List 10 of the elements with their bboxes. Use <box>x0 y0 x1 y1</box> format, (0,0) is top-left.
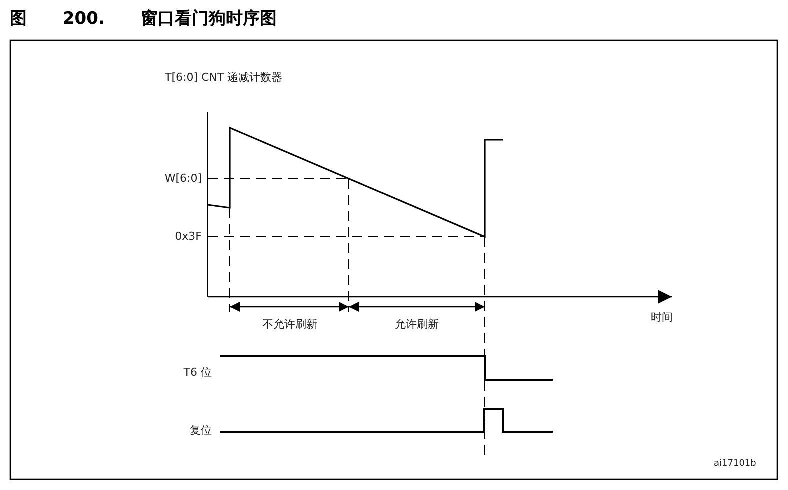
figure-title: 图 200. 窗口看门狗时序图 <box>10 8 277 30</box>
axis-tick-label: W[6:0] <box>164 173 202 186</box>
axis-tick-label: 0x3F <box>175 231 202 244</box>
interval-label: 允许刷新 <box>395 319 439 332</box>
axis-title: T[6:0] CNT 递减计数器 <box>165 72 283 84</box>
signal-label: T6 位 <box>184 367 212 380</box>
interval-label: 不允许刷新 <box>262 319 318 332</box>
axis-label: 时间 <box>651 312 673 324</box>
signal-label: 复位 <box>190 425 212 438</box>
figure-id: ai17101b <box>714 460 756 470</box>
